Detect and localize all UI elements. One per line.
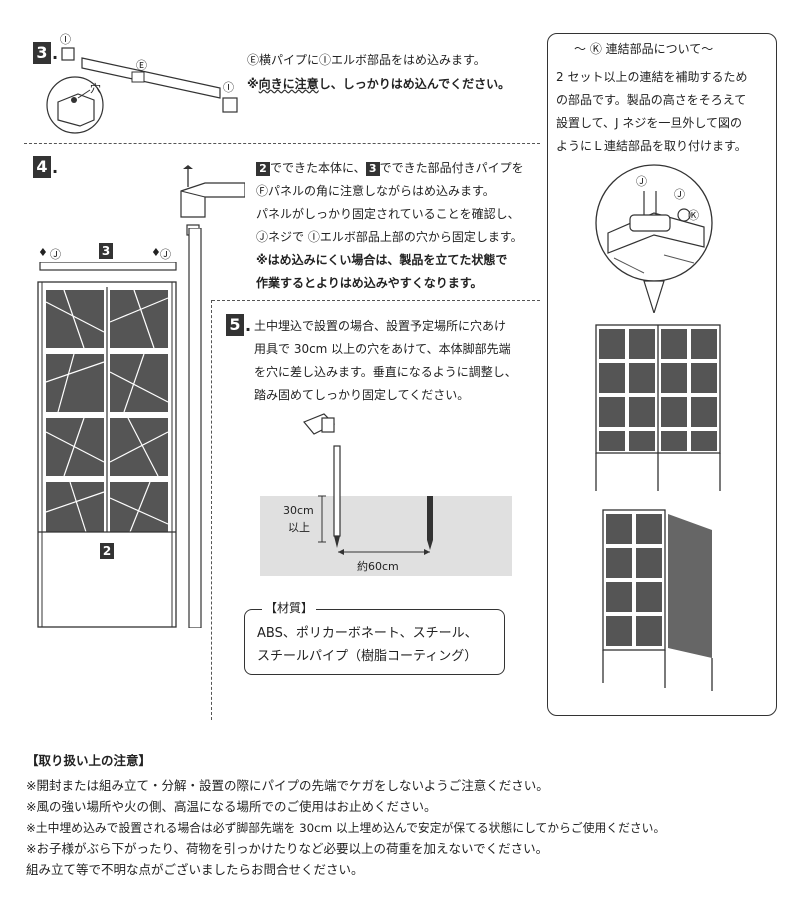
connector-text-2: の部品です。製品の高さをそろえて <box>556 93 747 107</box>
step-3-text-1: Ⓔ横パイプにⒾエルボ部品をはめ込みます。 <box>247 53 486 67</box>
caution-line-3: ※土中埋め込みで設置される場合は必ず脚部先端を 30cm 以上埋め込んで安定が保… <box>26 821 666 835</box>
width-label: 約60cm <box>357 560 399 573</box>
step-3-badge: 3 <box>33 42 51 64</box>
step-4-text-4: Ⓙネジで Ⓘエルボ部品上部の穴から固定します。 <box>256 230 523 244</box>
label-3-badge: 3 <box>99 243 113 259</box>
connector-magnify-diagram <box>595 164 713 313</box>
assembled-panel-diagram <box>37 262 177 628</box>
step-5-text-4: 踏み固めてしっかり固定してください。 <box>254 388 470 402</box>
connector-text-1: 2 セット以上の連結を補助するため <box>556 70 748 84</box>
caution-line-5: 組み立て等で不明な点がございましたらお問合せください。 <box>26 862 364 877</box>
step-3-dot: . <box>52 44 59 63</box>
step-5-text-1: 土中埋込で設置の場合、設置予定場所に穴あけ <box>254 319 507 333</box>
connector-label-k: Ⓚ <box>688 209 699 222</box>
step-5-dot: . <box>245 316 252 335</box>
connector-label-j1: Ⓙ <box>636 175 647 188</box>
connector-label-j2: Ⓙ <box>674 188 685 201</box>
caution-line-2: ※風の強い場所や火の側、高温になる場所でのご使用はお止めください。 <box>26 799 437 814</box>
divider-step-3 <box>24 143 540 144</box>
label-hole: 穴 <box>90 82 101 95</box>
materials-line-2: スチールパイプ（樹脂コーティング） <box>257 649 478 664</box>
connected-panels-straight <box>595 324 721 491</box>
step-4-text-6: 作業するとよりはめ込みやすくなります。 <box>256 276 483 290</box>
label-j-left: Ⓙ <box>50 248 61 261</box>
step-4-badge: 4 <box>33 156 51 178</box>
label-e: Ⓔ <box>136 59 147 72</box>
ground-install-diagram <box>303 413 433 555</box>
connector-panel <box>547 33 777 716</box>
caution-line-1: ※開封または組み立て・分解・設置の際にパイプの先端でケガをしないようご注意くださ… <box>26 778 549 793</box>
step-5-badge: 5 <box>226 314 244 336</box>
connector-title: ～ Ⓚ 連結部品について～ <box>574 42 714 56</box>
divider-step-5 <box>212 300 540 301</box>
materials-line-1: ABS、ポリカーボネート、スチール、 <box>257 626 478 641</box>
depth-label-1: 30cm <box>283 504 314 517</box>
step-5-text-2: 用具で 30cm 以上の穴をあけて、本体脚部先端 <box>254 342 511 356</box>
step-4-dot: . <box>52 158 59 177</box>
caution-title: 【取り扱い上の注意】 <box>26 753 152 768</box>
connected-panels-angled <box>602 509 713 691</box>
connector-text-4: ようにＬ連結部品を取り付けます。 <box>556 139 747 153</box>
ground-diagram <box>260 496 512 576</box>
step-4-text-5: ※はめ込みにくい場合は、製品を立てた状態で <box>256 253 508 267</box>
screw-icon-left: ♦ <box>38 246 48 259</box>
label-j-right: Ⓙ <box>160 248 171 261</box>
label-i-right: Ⓘ <box>223 81 234 94</box>
step-5-text-3: を穴に差し込みます。垂直になるように調整し、 <box>254 365 517 379</box>
depth-label-2: 以上 <box>288 521 310 534</box>
divider-step-5-vertical <box>211 300 212 720</box>
step-3-text-2: ※向きに注意し、しっかりはめ込んでください。 <box>247 77 511 91</box>
materials-title: 【材質】 <box>262 597 317 620</box>
elbow-part-small <box>61 47 75 61</box>
pipe-connector <box>131 71 145 83</box>
elbow-part-right <box>222 97 238 113</box>
horizontal-pipe <box>81 57 221 99</box>
materials-box <box>244 609 505 675</box>
label-2-badge: 2 <box>100 543 114 559</box>
vertical-pole-closeup <box>188 228 202 628</box>
step-3-diagram <box>46 47 238 134</box>
label-i-top: Ⓘ <box>60 33 71 46</box>
step-4-text-3: パネルがしっかり固定されていることを確認し、 <box>256 207 520 221</box>
connector-text-3: 設置して、J ネジを一旦外して図の <box>556 116 743 130</box>
screw-icon-right: ♦ <box>151 246 161 259</box>
step-4-text-2: Ⓕパネルの角に注意しながらはめ込みます。 <box>256 184 495 198</box>
leg-pipe <box>333 445 341 537</box>
caution-line-4: ※お子様がぶら下がったり、荷物を引っかけたりなど必要以上の荷重を加えないでくださ… <box>26 841 549 856</box>
